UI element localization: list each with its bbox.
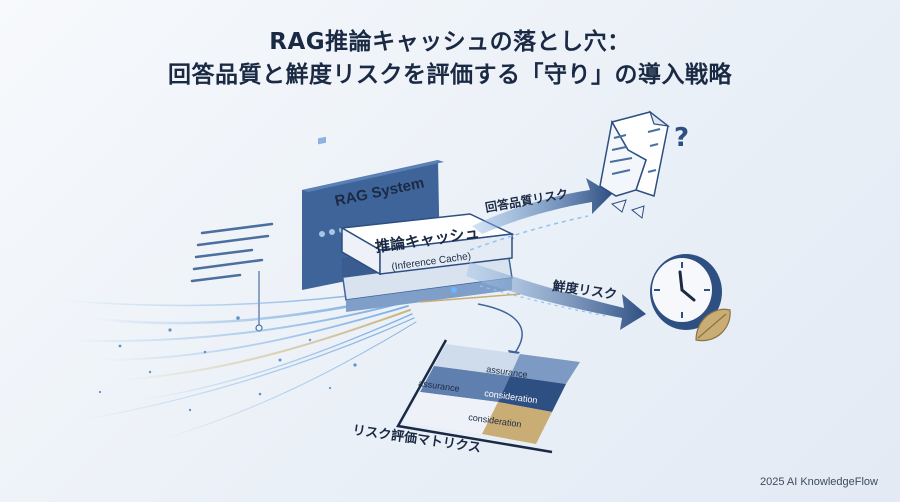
- matrix-axes: [396, 339, 553, 454]
- cache-glow-dot: [451, 287, 457, 293]
- page-title-line1: RAG推論キャッシュの落とし穴：: [269, 29, 631, 55]
- title-block: RAG推論キャッシュの落とし穴： 回答品質と鮮度リスクを評価する「守り」の導入戦…: [0, 26, 900, 92]
- broken-document-icon: [599, 110, 671, 219]
- matrix-cell-top-left: [434, 344, 520, 376]
- footer-credit: 2025 AI KnowledgeFlow: [759, 476, 878, 488]
- matrix-cell-mid-right: [498, 376, 566, 412]
- clock-icon: [650, 254, 722, 330]
- data-streams: [59, 289, 417, 441]
- freshness-risk-arrow: [466, 262, 646, 330]
- question-mark-icon: ?: [674, 123, 689, 153]
- matrix-cell-bottom-left: [404, 392, 498, 434]
- matrix-cell-bottom-right: [482, 402, 552, 444]
- page-title-line2: 回答品質と鮮度リスクを評価する「守り」の導入戦略: [168, 62, 732, 88]
- sparkle-particles: [98, 316, 357, 412]
- leaf-icon: [695, 308, 731, 342]
- quality-risk-arrow: [469, 178, 612, 251]
- matrix-connector-arrow: [477, 303, 523, 355]
- matrix-cell-mid-left: [420, 366, 510, 402]
- matrix-cell-top-right: [510, 354, 580, 384]
- risk-matrix: [396, 339, 580, 454]
- cache-glow-line: [419, 293, 521, 303]
- document-lines-icon: [190, 222, 274, 283]
